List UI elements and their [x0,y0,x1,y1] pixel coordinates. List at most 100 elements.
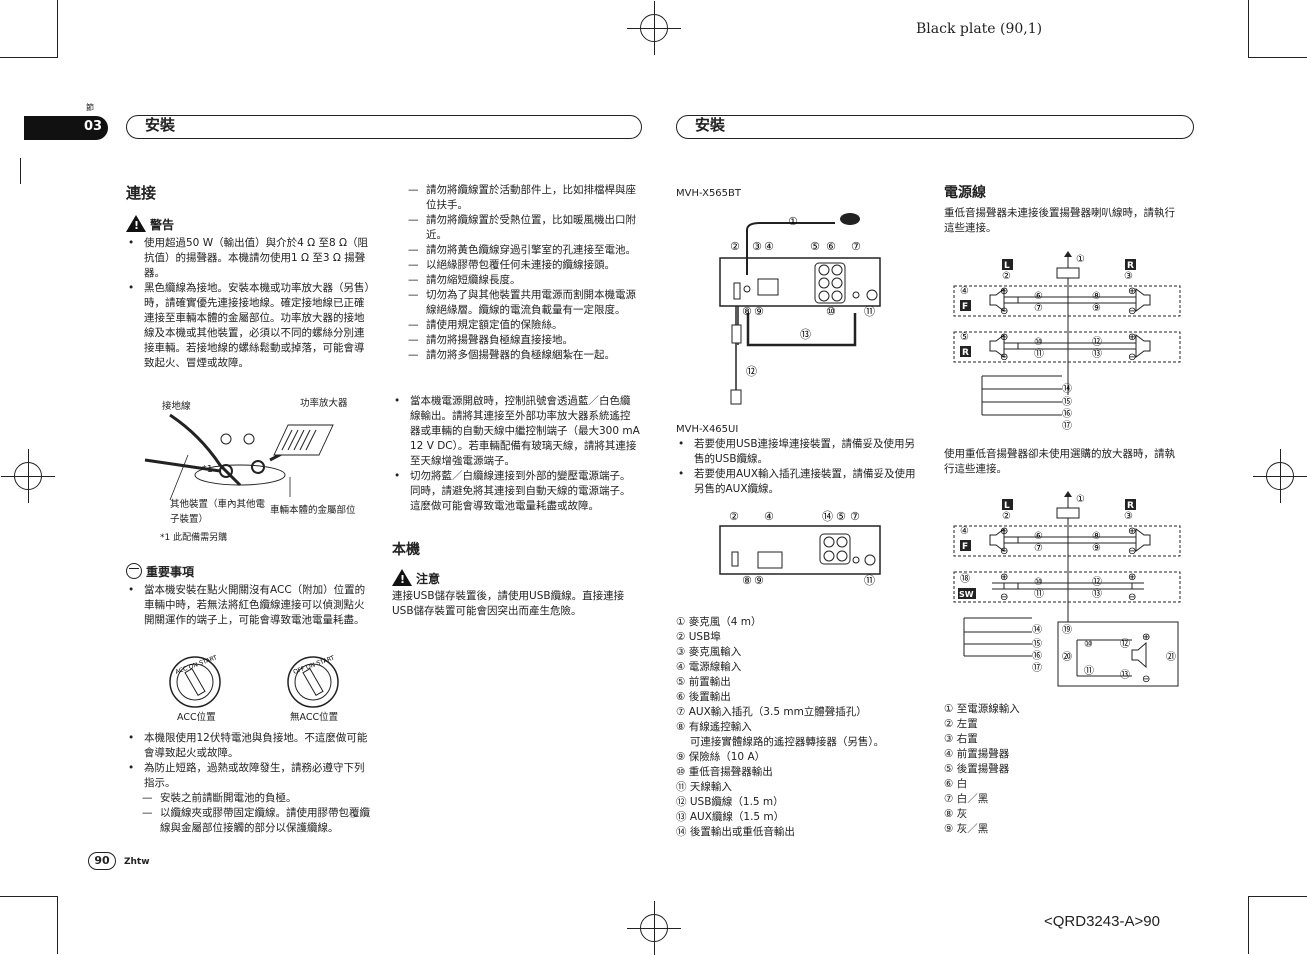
list-item: 為防止短路，過熱或故障發生，請務必遵守下列指示。 [126,761,372,791]
svg-text:⑱: ⑱ [960,573,970,585]
legend-item: ⑥ 白 [944,778,968,790]
usb-plug [730,389,742,405]
crop-mark [1248,896,1249,954]
list-item: 請勿將纜線置於活動部件上，比如排檔桿與座位扶手。 [408,183,640,213]
svg-text:⑥: ⑥ [1034,531,1043,542]
port [743,285,751,293]
list-item: 本機限使用12伏特電池與負接地。不這麼做可能會導致起火或故障。 [126,731,372,761]
caution-text: 連接USB儲存裝置後，請使用USB纜線。直接連接USB儲存裝置可能會因突出而產生… [392,590,625,617]
list-item: 切勿為了與其他裝置共用電源而割開本機電源線絕緣層。纜線的電流負載量有一定限度。 [408,288,640,318]
legend-item: ⑬ AUX纜線（1.5 m） [676,811,785,823]
label-box [1125,499,1136,510]
svg-text:⑦: ⑦ [1034,543,1043,554]
svg-text:⑬: ⑬ [1092,348,1102,360]
important-list: 當本機安裝在點火開關沒有ACC（附加）位置的車輛中時，若無法將紅色纜線連接可以偵… [126,583,372,628]
registration-mark [1253,449,1307,503]
unit-rear-diagram-x465ui: ② ④ ⑭ ⑤ ⑦ ⑧ ⑨ ⑪ [719,510,881,587]
callout: ⑧ [742,574,752,587]
legend-item: ⑤ 前置輸出 [676,676,731,688]
list-item: 若要使用AUX輸入插孔連接裝置，請備妥及使用另售的AUX纜線。 [676,467,918,497]
callout: ⑨ [754,574,764,587]
microphone-icon [840,213,860,225]
svg-text:⊕: ⊕ [1142,632,1150,643]
list-item: 請勿將多個揚聲器的負極線綑紮在一起。 [408,348,640,363]
no-acc-position-label: 無ACC位置 [290,712,339,723]
list-item: 切勿將藍／白纜線連接到外部的變壓電源端子。同時，請避免將其連接到自動天線的電源端… [392,469,640,514]
speaker-icon [1131,641,1147,669]
svg-text:⑫: ⑫ [1092,336,1102,348]
speaker-icon [989,528,1005,552]
svg-text:⊖: ⊖ [1000,546,1008,557]
svg-text:③: ③ [1124,511,1133,522]
section-header-left: 安裝 [126,115,642,139]
svg-text:②: ② [1002,271,1011,282]
legend-item: ④ 電源線輸入 [676,661,742,673]
caution-dash-list: 請勿將纜線置於活動部件上，比如排檔桿與座位扶手。 請勿將纜線置於受熱位置，比如暖… [408,183,640,363]
page-number: 90 [94,854,110,867]
list-item: 當本機安裝在點火開關沒有ACC（附加）位置的車輛中時，若無法將紅色纜線連接可以偵… [126,583,372,628]
svg-text:R: R [1127,261,1134,271]
subwoofer-box [1057,621,1179,687]
svg-text:⊖: ⊖ [1128,546,1136,557]
amplifier-box [273,424,334,456]
svg-text:⊕: ⊕ [1128,526,1136,537]
port [733,282,741,300]
svg-text:④: ④ [960,526,969,537]
no-acc-switch-diagram: OFF ON START [287,654,339,708]
plate-label: Black plate (90,1) [916,21,1043,37]
power-legend: ① 至電源線輸入 ② 左置 ③ 右置 ④ 前置揚聲器 ⑤ 後置揚聲器 ⑥ 白 ⑦… [944,702,1020,837]
crop-mark [57,0,58,58]
svg-text:⊖: ⊖ [1000,592,1008,603]
caution-title: 注意 [416,572,441,586]
ground-plate [194,464,286,486]
crop-mark [1248,0,1249,58]
legend-item: ⑪ 天線輸入 [676,781,732,793]
crop-mark [0,57,58,58]
legend-item: ⑦ AUX輸入插孔（3.5 mm立體聲插孔） [676,706,867,718]
svg-text:①: ① [1076,254,1085,265]
list-item: 以纜線夾或膠帶固定纜線。請使用膠帶包覆纜線與金屬部位接觸的部分以保護纜線。 [142,806,374,836]
svg-text:⑥: ⑥ [1034,291,1043,302]
crop-mark [57,896,58,954]
svg-text:⑫: ⑫ [1120,638,1130,650]
connector-box [1056,267,1080,279]
label-box [958,588,976,599]
label-box [1002,259,1013,270]
unit-legend: ① 麥克風（4 m） ② USB埠 ③ 麥克風輸入 ④ 電源線輸入 ⑤ 前置輸出… [676,615,884,840]
page-number-badge: 90 [88,852,116,870]
svg-text:⑪: ⑪ [1034,348,1044,360]
label-box [960,300,971,311]
power-intro: 重低音揚聲器未連接後置揚聲器喇叭線時，請執行這些連接。 [944,207,1175,234]
other-device-wire [144,458,221,473]
svg-text:⑬: ⑬ [1092,588,1102,600]
svg-text:⑭: ⑭ [1062,383,1072,395]
callout: ⑫ [746,365,757,378]
battery-list: 本機限使用12伏特電池與負接地。不這麼做可能會導致起火或故障。 為防止短路，過熱… [126,731,372,791]
callout: ⑤ [810,240,820,253]
svg-text:SW: SW [959,590,974,599]
callout: ② [729,510,739,523]
chapter-tab: 03 [24,116,108,140]
svg-text:⊖: ⊖ [1142,674,1150,685]
svg-text:⑩: ⑩ [1034,337,1043,348]
svg-text:⑮: ⑮ [1062,396,1072,408]
legend-item: ④ 前置揚聲器 [944,748,1010,760]
signal-list: 當本機電源開啟時，控制訊號會透過藍／白色纜線輸出。請將其連接至外部功率放大器系統… [392,394,640,514]
svg-text:F: F [962,542,968,552]
svg-text:⊕: ⊕ [1000,332,1008,343]
svg-text:⊕: ⊕ [1000,572,1008,583]
svg-text:㉑: ㉑ [1166,651,1176,663]
chapter-label: 節 [86,103,94,112]
svg-text:L: L [1004,501,1010,511]
caution-heading: 注意 [392,569,440,587]
svg-text:L: L [1004,261,1010,271]
legend-item: ② USB埠 [676,631,721,643]
power-title: 電源線 [944,185,986,201]
callout: ④ [764,510,774,523]
svg-text:⑳: ⑳ [1062,651,1072,663]
svg-text:R: R [1127,501,1134,511]
list-item: 請使用規定額定值的保險絲。 [408,318,640,333]
document-code: <QRD3243-A>90 [1044,913,1160,930]
list-item: 若要使用USB連接埠連接裝置，請備妥及使用另售的USB纜線。 [676,437,918,467]
legend-item: ⑦ 白／黑 [944,793,989,805]
